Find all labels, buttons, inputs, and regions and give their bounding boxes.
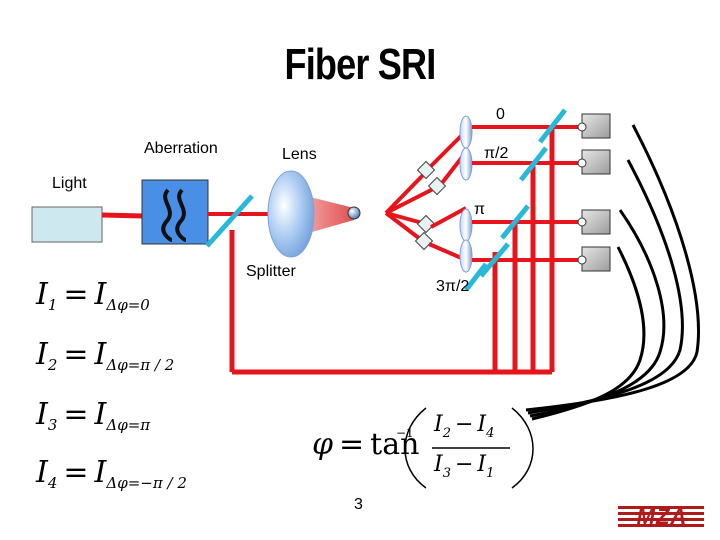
- formula-right-paren: [511, 407, 534, 489]
- phase-0-label: 0: [496, 106, 505, 123]
- formula-left-paren: [404, 407, 427, 489]
- fiber-coupler-tip: [347, 206, 361, 220]
- phase-modulators: [459, 115, 473, 273]
- phase-formula-denominator: I3−I1: [434, 452, 495, 481]
- aberration-wave-icon: [161, 188, 173, 242]
- light-source: [31, 206, 103, 243]
- aberration-label: Aberration: [144, 140, 218, 157]
- equation-i4: I4=IΔφ=−π / 2: [36, 455, 187, 492]
- light-label: Light: [52, 175, 87, 192]
- phase-formula-exponent: −1: [396, 426, 414, 440]
- equation-i1: I1=IΔφ=0: [36, 277, 150, 314]
- mza-logo-text: MZA: [636, 504, 688, 529]
- input-fiber: [101, 212, 146, 219]
- phase-formula-numerator: I2−I4: [434, 412, 495, 441]
- splitter-label: Splitter: [246, 263, 296, 280]
- combiner-mirrors: [464, 108, 567, 292]
- fiber-branches: [428, 129, 468, 262]
- equation-i2: I2=IΔφ=π / 2: [36, 337, 175, 374]
- mza-logo-stripes: [618, 506, 704, 527]
- phase-pi-label: π: [474, 201, 486, 218]
- detectors: [577, 113, 611, 272]
- lens: [267, 170, 315, 258]
- reference-path: [229, 127, 555, 375]
- aberration-element: [141, 179, 209, 245]
- signal-cables: [525, 124, 700, 421]
- slide-title: Fiber SRI: [284, 40, 436, 89]
- output-fibers: [472, 125, 582, 262]
- fiber-fan: [384, 170, 438, 244]
- phase-pi-2-label: π/2: [484, 145, 509, 162]
- aberration-wave-icon: [175, 188, 187, 242]
- phase-formula-lhs: φ=tan: [312, 427, 420, 462]
- lens-label: Lens: [282, 146, 317, 163]
- mza-logo: MZA: [617, 502, 707, 530]
- splitter-mirror: [205, 194, 254, 248]
- fiber-connectors: [414, 160, 447, 251]
- equation-i3: I3=IΔφ=π: [36, 397, 151, 434]
- phase-3pi-2-label: 3π/2: [436, 278, 470, 295]
- page-number: 3: [354, 496, 363, 513]
